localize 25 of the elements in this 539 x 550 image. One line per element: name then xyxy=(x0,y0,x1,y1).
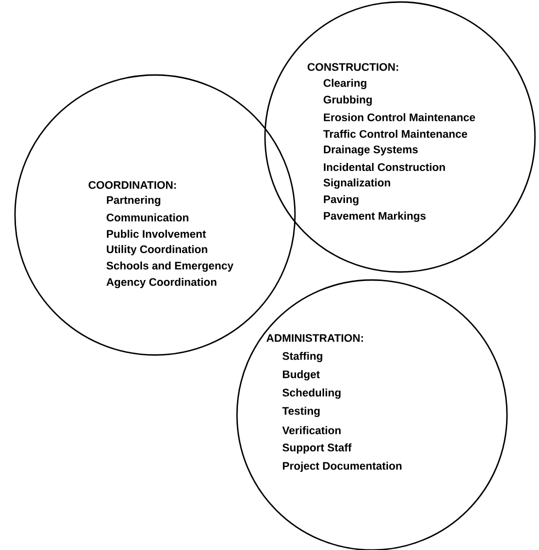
list-item: Partnering xyxy=(106,196,160,206)
list-item: Schools and Emergency xyxy=(106,261,234,272)
list-item: Communication xyxy=(106,213,188,222)
list-item: Public Involvement xyxy=(106,230,206,238)
list-item: Clearing xyxy=(324,78,366,90)
list-item: Traffic Control Maintenance xyxy=(323,130,468,138)
list-item: Erosion Control Maintenance xyxy=(324,113,476,122)
list-item: Grubbing xyxy=(324,95,372,106)
list-item: Signalization xyxy=(324,178,390,189)
list-item: Agency Coordination xyxy=(106,278,216,288)
list-item: Paving xyxy=(324,195,358,206)
section-heading: CONSTRUCTION: xyxy=(308,63,398,71)
list-item: Incidental Construction xyxy=(324,162,445,172)
list-item: Support Staff xyxy=(282,443,352,454)
list-item: Scheduling xyxy=(282,388,341,399)
list-item: Verification xyxy=(282,426,341,434)
list-item: Testing xyxy=(282,406,320,418)
list-item: Staffing xyxy=(282,352,322,362)
section-heading: ADMINISTRATION: xyxy=(266,334,363,342)
list-item: Project Documentation xyxy=(282,462,402,472)
list-item: Budget xyxy=(282,370,320,380)
list-item: Drainage Systems xyxy=(324,145,418,156)
list-item: Utility Coordination xyxy=(106,245,208,256)
list-item: Pavement Markings xyxy=(324,212,426,222)
section-heading: COORDINATION: xyxy=(88,181,176,189)
